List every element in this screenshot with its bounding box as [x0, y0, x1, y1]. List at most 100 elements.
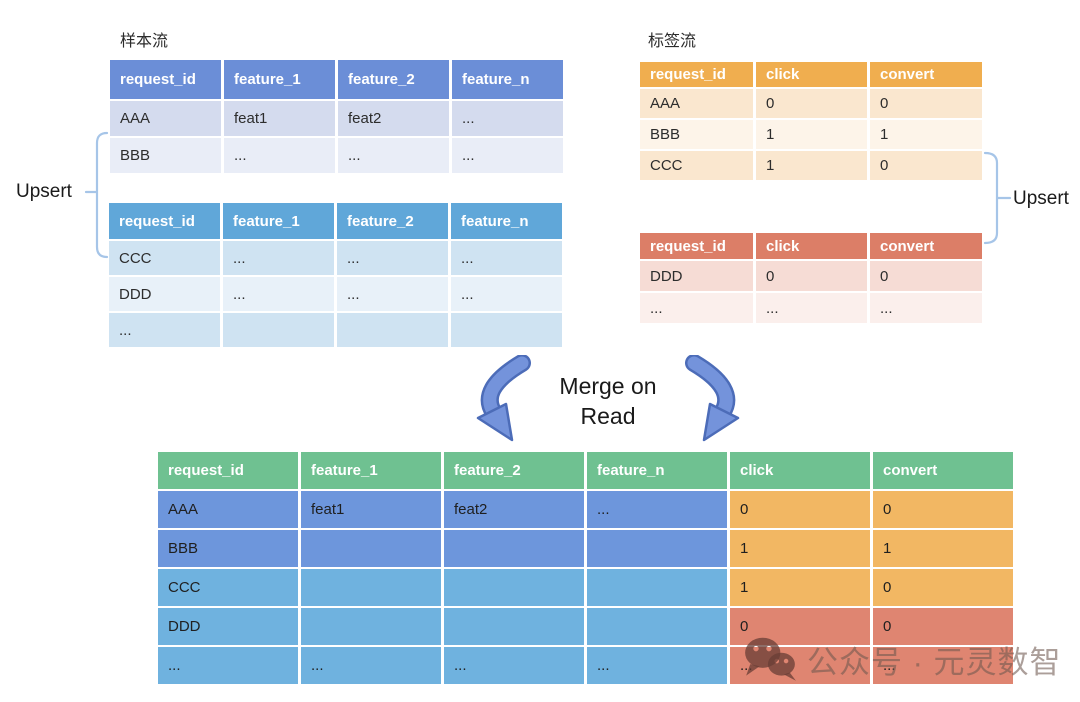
table-cell: ... — [587, 491, 727, 528]
table-cell — [444, 530, 584, 567]
watermark-text: 公众号 · 元灵数智 — [807, 644, 1062, 680]
right-upsert-bracket-icon — [983, 151, 1012, 245]
column-header: feature_1 — [301, 452, 441, 489]
column-header: feature_2 — [444, 452, 584, 489]
table-cell: feat1 — [224, 101, 335, 136]
column-header: click — [730, 452, 870, 489]
table-cell: DDD — [158, 608, 298, 645]
table-cell: 0 — [870, 261, 982, 291]
table-cell: AAA — [158, 491, 298, 528]
column-header: click — [756, 233, 867, 259]
column-header: request_id — [640, 62, 753, 87]
column-header: request_id — [158, 452, 298, 489]
column-header: click — [756, 62, 867, 87]
table-cell: ... — [301, 647, 441, 684]
table-cell: ... — [337, 241, 448, 275]
table-cell: ... — [444, 647, 584, 684]
table-cell: feat2 — [338, 101, 449, 136]
table-cell: 0 — [873, 491, 1013, 528]
table-cell: ... — [158, 647, 298, 684]
table-cell: CCC — [158, 569, 298, 606]
table-cell: ... — [451, 241, 562, 275]
table-cell: 0 — [870, 151, 982, 180]
table-cell — [451, 313, 562, 347]
watermark: 公众号 · 元灵数智 — [742, 635, 1062, 683]
table-cell: 1 — [873, 530, 1013, 567]
column-header: convert — [873, 452, 1013, 489]
table-cell: ... — [452, 101, 563, 136]
table-cell: CCC — [640, 151, 753, 180]
column-header: request_id — [109, 203, 220, 239]
table-cell: ... — [338, 138, 449, 173]
table-cell: 0 — [870, 89, 982, 118]
table-cell: BBB — [640, 120, 753, 149]
table-cell — [444, 569, 584, 606]
table-cell: 0 — [730, 491, 870, 528]
sample-stream-label: 样本流 — [120, 33, 169, 50]
table-cell: BBB — [110, 138, 221, 173]
table-cell: ... — [451, 277, 562, 311]
merge-on-read-label: Merge on Read — [540, 371, 676, 431]
table-cell: AAA — [110, 101, 221, 136]
table-cell: 0 — [873, 608, 1013, 645]
column-header: feature_n — [452, 60, 563, 99]
table-cell: ... — [337, 277, 448, 311]
table-cell: AAA — [640, 89, 753, 118]
upsert-label-left: Upsert — [16, 181, 72, 202]
table-cell — [301, 608, 441, 645]
table-cell: 1 — [870, 120, 982, 149]
merge-arrow-left-icon — [476, 355, 531, 442]
table-cell: DDD — [109, 277, 220, 311]
wechat-icon — [745, 637, 796, 681]
column-header: feature_1 — [224, 60, 335, 99]
merge-label-line1: Merge on — [559, 373, 657, 399]
table-cell: feat2 — [444, 491, 584, 528]
table-cell — [223, 313, 334, 347]
column-header: feature_n — [587, 452, 727, 489]
table-cell: ... — [223, 241, 334, 275]
table-cell: 1 — [730, 530, 870, 567]
table-cell: ... — [223, 277, 334, 311]
table-cell — [301, 569, 441, 606]
table-cell: 1 — [730, 569, 870, 606]
table-cell — [587, 530, 727, 567]
table-cell: CCC — [109, 241, 220, 275]
table-cell: ... — [109, 313, 220, 347]
table-cell: ... — [873, 647, 1013, 684]
table-cell: 1 — [756, 151, 867, 180]
column-header: request_id — [640, 233, 753, 259]
table-cell: feat1 — [301, 491, 441, 528]
table-cell: 0 — [730, 608, 870, 645]
table-cell: 0 — [873, 569, 1013, 606]
upsert-label-right: Upsert — [1013, 188, 1069, 209]
table-cell: ... — [640, 293, 753, 323]
column-header: feature_2 — [338, 60, 449, 99]
label-stream-label: 标签流 — [648, 33, 697, 50]
column-header: convert — [870, 233, 982, 259]
table-cell: 1 — [756, 120, 867, 149]
merge-arrow-right-icon — [685, 355, 740, 442]
table-cell: ... — [587, 647, 727, 684]
column-header: feature_1 — [223, 203, 334, 239]
table-cell: DDD — [640, 261, 753, 291]
table-cell — [587, 569, 727, 606]
table-cell: ... — [452, 138, 563, 173]
table-cell — [301, 530, 441, 567]
column-header: request_id — [110, 60, 221, 99]
table-cell — [444, 608, 584, 645]
table-cell: ... — [870, 293, 982, 323]
table-cell: 0 — [756, 261, 867, 291]
table-cell — [337, 313, 448, 347]
column-header: feature_n — [451, 203, 562, 239]
table-cell: 0 — [756, 89, 867, 118]
merge-label-line2: Read — [580, 403, 636, 429]
left-upsert-bracket-icon — [84, 131, 109, 259]
table-cell — [587, 608, 727, 645]
table-cell: ... — [224, 138, 335, 173]
